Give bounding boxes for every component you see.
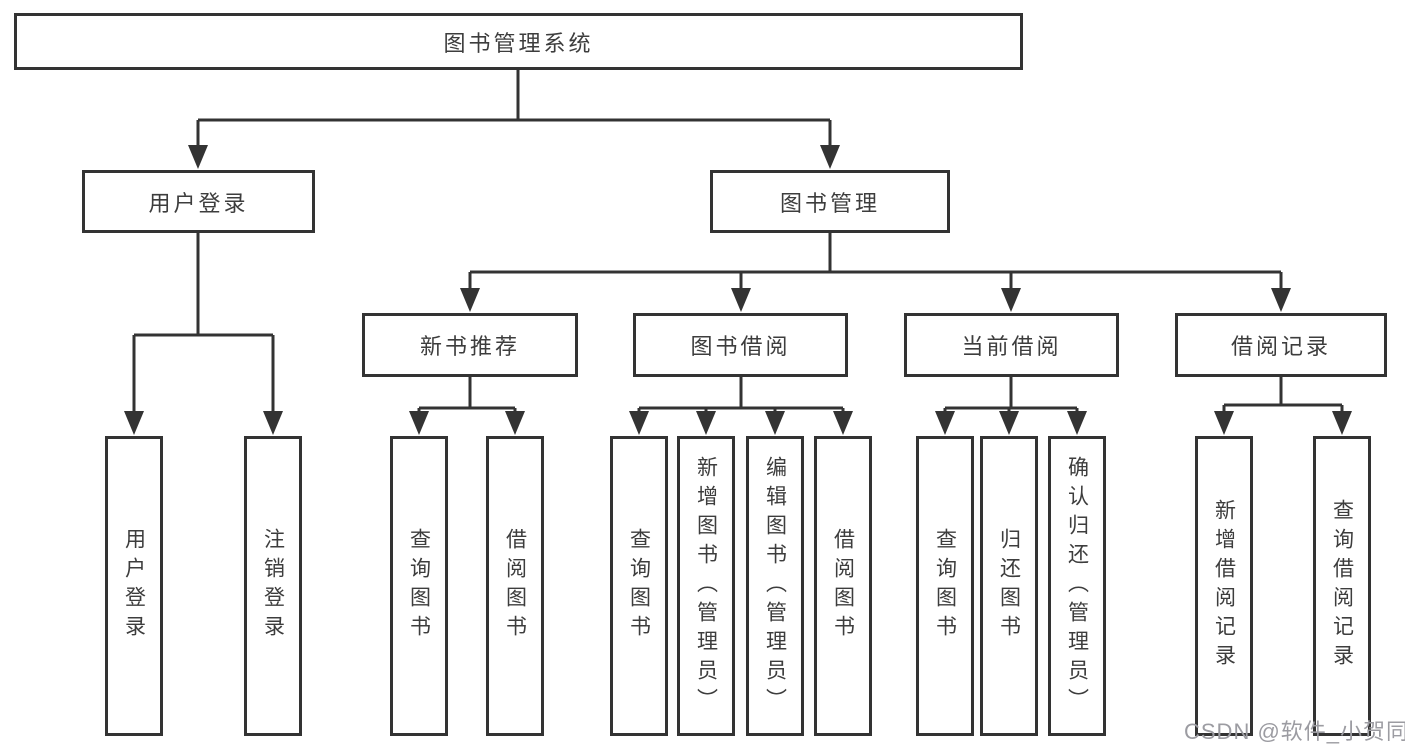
node-label: 借阅图书 (831, 528, 855, 644)
node-label: 归还图书 (997, 528, 1021, 644)
node-book-borrow: 图书借阅 (633, 313, 848, 377)
leaf-logout: 注销登录 (244, 436, 302, 736)
leaf-query-books-recommend: 查询图书 (390, 436, 448, 736)
node-user-login: 用户登录 (82, 170, 315, 233)
node-label: 用户登录 (148, 190, 249, 216)
node-label: 图书借阅 (690, 334, 791, 359)
leaf-query-books-current: 查询图书 (916, 436, 974, 736)
node-current-borrow: 当前借阅 (904, 313, 1119, 377)
leaf-user-login: 用户登录 (105, 436, 163, 736)
node-label: 查询图书 (933, 528, 957, 644)
node-label: 图书管理 (779, 190, 880, 216)
node-borrow-records: 借阅记录 (1175, 313, 1387, 377)
leaf-query-borrow-record: 查询借阅记录 (1313, 436, 1371, 736)
node-label: 查询图书 (407, 528, 431, 644)
node-label: 图书管理系统 (443, 30, 594, 56)
node-label: 新增借阅记录 (1212, 499, 1236, 673)
node-new-book-recommend: 新书推荐 (362, 313, 578, 377)
leaf-return-books: 归还图书 (980, 436, 1038, 736)
leaf-borrow-books: 借阅图书 (814, 436, 872, 736)
node-label: 编辑图书（管理员） (763, 455, 787, 717)
leaf-borrow-books-recommend: 借阅图书 (486, 436, 544, 736)
node-label: 用户登录 (122, 528, 146, 644)
node-label: 新增图书（管理员） (694, 455, 718, 717)
leaf-query-books-borrow: 查询图书 (610, 436, 668, 736)
node-label: 借阅图书 (503, 528, 527, 644)
node-label: 查询借阅记录 (1330, 499, 1354, 673)
leaf-confirm-return-admin: 确认归还（管理员） (1048, 436, 1106, 736)
node-root-library-system: 图书管理系统 (14, 13, 1023, 70)
leaf-add-borrow-record: 新增借阅记录 (1195, 436, 1253, 736)
node-label: 查询图书 (627, 528, 651, 644)
node-label: 借阅记录 (1230, 334, 1331, 359)
leaf-add-book-admin: 新增图书（管理员） (677, 436, 735, 736)
node-label: 注销登录 (261, 528, 285, 644)
node-label: 当前借阅 (961, 334, 1062, 359)
node-label: 确认归还（管理员） (1065, 455, 1089, 717)
csdn-watermark: CSDN @软件_小贺同学 (1184, 719, 1405, 744)
node-book-management: 图书管理 (710, 170, 950, 233)
node-label: 新书推荐 (419, 334, 520, 359)
leaf-edit-book-admin: 编辑图书（管理员） (746, 436, 804, 736)
